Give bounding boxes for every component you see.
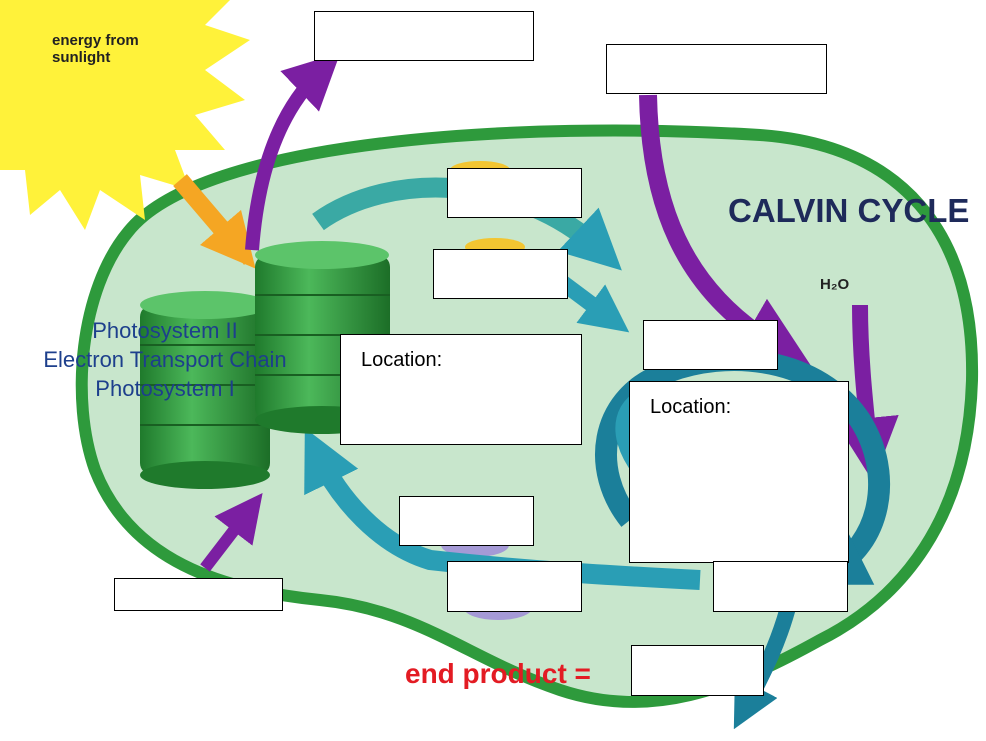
answer-box-lower-carrier-2[interactable] <box>447 561 582 612</box>
location-box-thylakoid[interactable]: Location: <box>340 334 582 445</box>
oxygen-arrow <box>245 52 341 251</box>
location-box-stroma[interactable]: Location: <box>629 381 849 563</box>
photosystem-ii-label: Photosystem II <box>92 318 238 343</box>
electron-transport-chain-label: Electron Transport Chain <box>43 347 287 372</box>
return-arrow <box>304 428 701 590</box>
water-label: H₂O <box>820 276 850 293</box>
photosystem-i-label: Photosystem I <box>95 376 235 401</box>
water-input-arrow <box>200 492 263 572</box>
end-product-label: end product = <box>405 658 591 689</box>
sun-label-line-1: energy from <box>52 32 139 49</box>
sun-label-line-2: sunlight <box>52 49 111 66</box>
sun-label: energy from sunlight <box>52 32 139 66</box>
answer-box-upper-carrier-2[interactable] <box>433 249 568 299</box>
sunlight-arrow-2 <box>220 227 253 265</box>
calvin-cycle-title: CALVIN CYCLE <box>728 192 970 229</box>
photosystem-labels: Photosystem II Electron Transport Chain … <box>0 316 330 403</box>
answer-box-end-product[interactable] <box>631 645 764 696</box>
end-product-arrow <box>733 598 798 730</box>
answer-box-upper-carrier-1[interactable] <box>447 168 582 218</box>
location-label: Location: <box>361 349 443 371</box>
answer-box-calvin-input[interactable] <box>643 320 778 370</box>
answer-box-top-right[interactable] <box>606 44 827 94</box>
answer-box-bottom-left[interactable] <box>114 578 283 611</box>
granum-left <box>140 291 270 489</box>
answer-box-lower-carrier-1[interactable] <box>399 496 534 546</box>
sun-icon <box>0 0 250 230</box>
answer-box-top-oxygen[interactable] <box>314 11 534 61</box>
location-label: Location: <box>650 396 732 418</box>
answer-box-lower-right[interactable] <box>713 561 848 612</box>
